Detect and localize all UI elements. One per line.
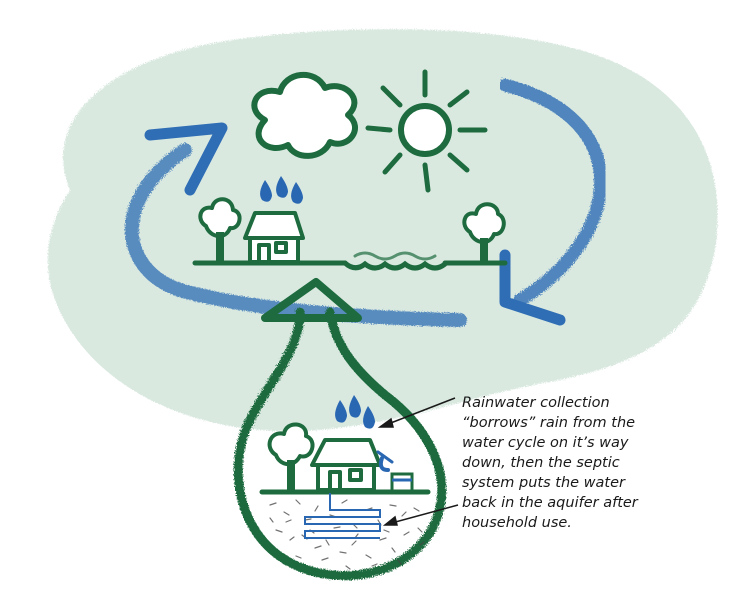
- drain-pipe-icon: [376, 450, 394, 472]
- tree-icon-upper-right: [462, 202, 506, 262]
- house-icon-upper: [243, 211, 305, 264]
- caption-line-6: back in the aquifer after: [462, 495, 639, 511]
- caption-line-4: down, then the septic: [462, 455, 620, 471]
- tree-icon-upper-left: [198, 197, 242, 262]
- callout-lines: [377, 397, 459, 526]
- caption-line-1: Rainwater collection: [462, 395, 610, 411]
- tree-icon-lower: [267, 422, 315, 490]
- caption-line-7: household use.: [462, 515, 572, 531]
- sun-icon: [365, 69, 488, 193]
- caption-line-5: system puts the water: [462, 475, 626, 491]
- rain-barrel-icon: [390, 472, 414, 493]
- cycle-arrow-icon-right: [498, 78, 608, 326]
- aquifer-bulb: [233, 278, 447, 581]
- cycle-arrow-icon-left: [124, 122, 467, 327]
- caption-line-3: water cycle on it’s way: [462, 435, 629, 451]
- septic-field-icon: [304, 493, 381, 539]
- caption-line-2: “borrows” rain from the: [462, 415, 635, 431]
- raindrop-icon-group-lower: [335, 395, 375, 429]
- cloud-icon: [251, 71, 358, 159]
- raindrop-icon-group-upper: [260, 176, 303, 204]
- caption: Rainwater collection “borrows” rain from…: [462, 395, 639, 531]
- house-icon-lower: [310, 438, 382, 492]
